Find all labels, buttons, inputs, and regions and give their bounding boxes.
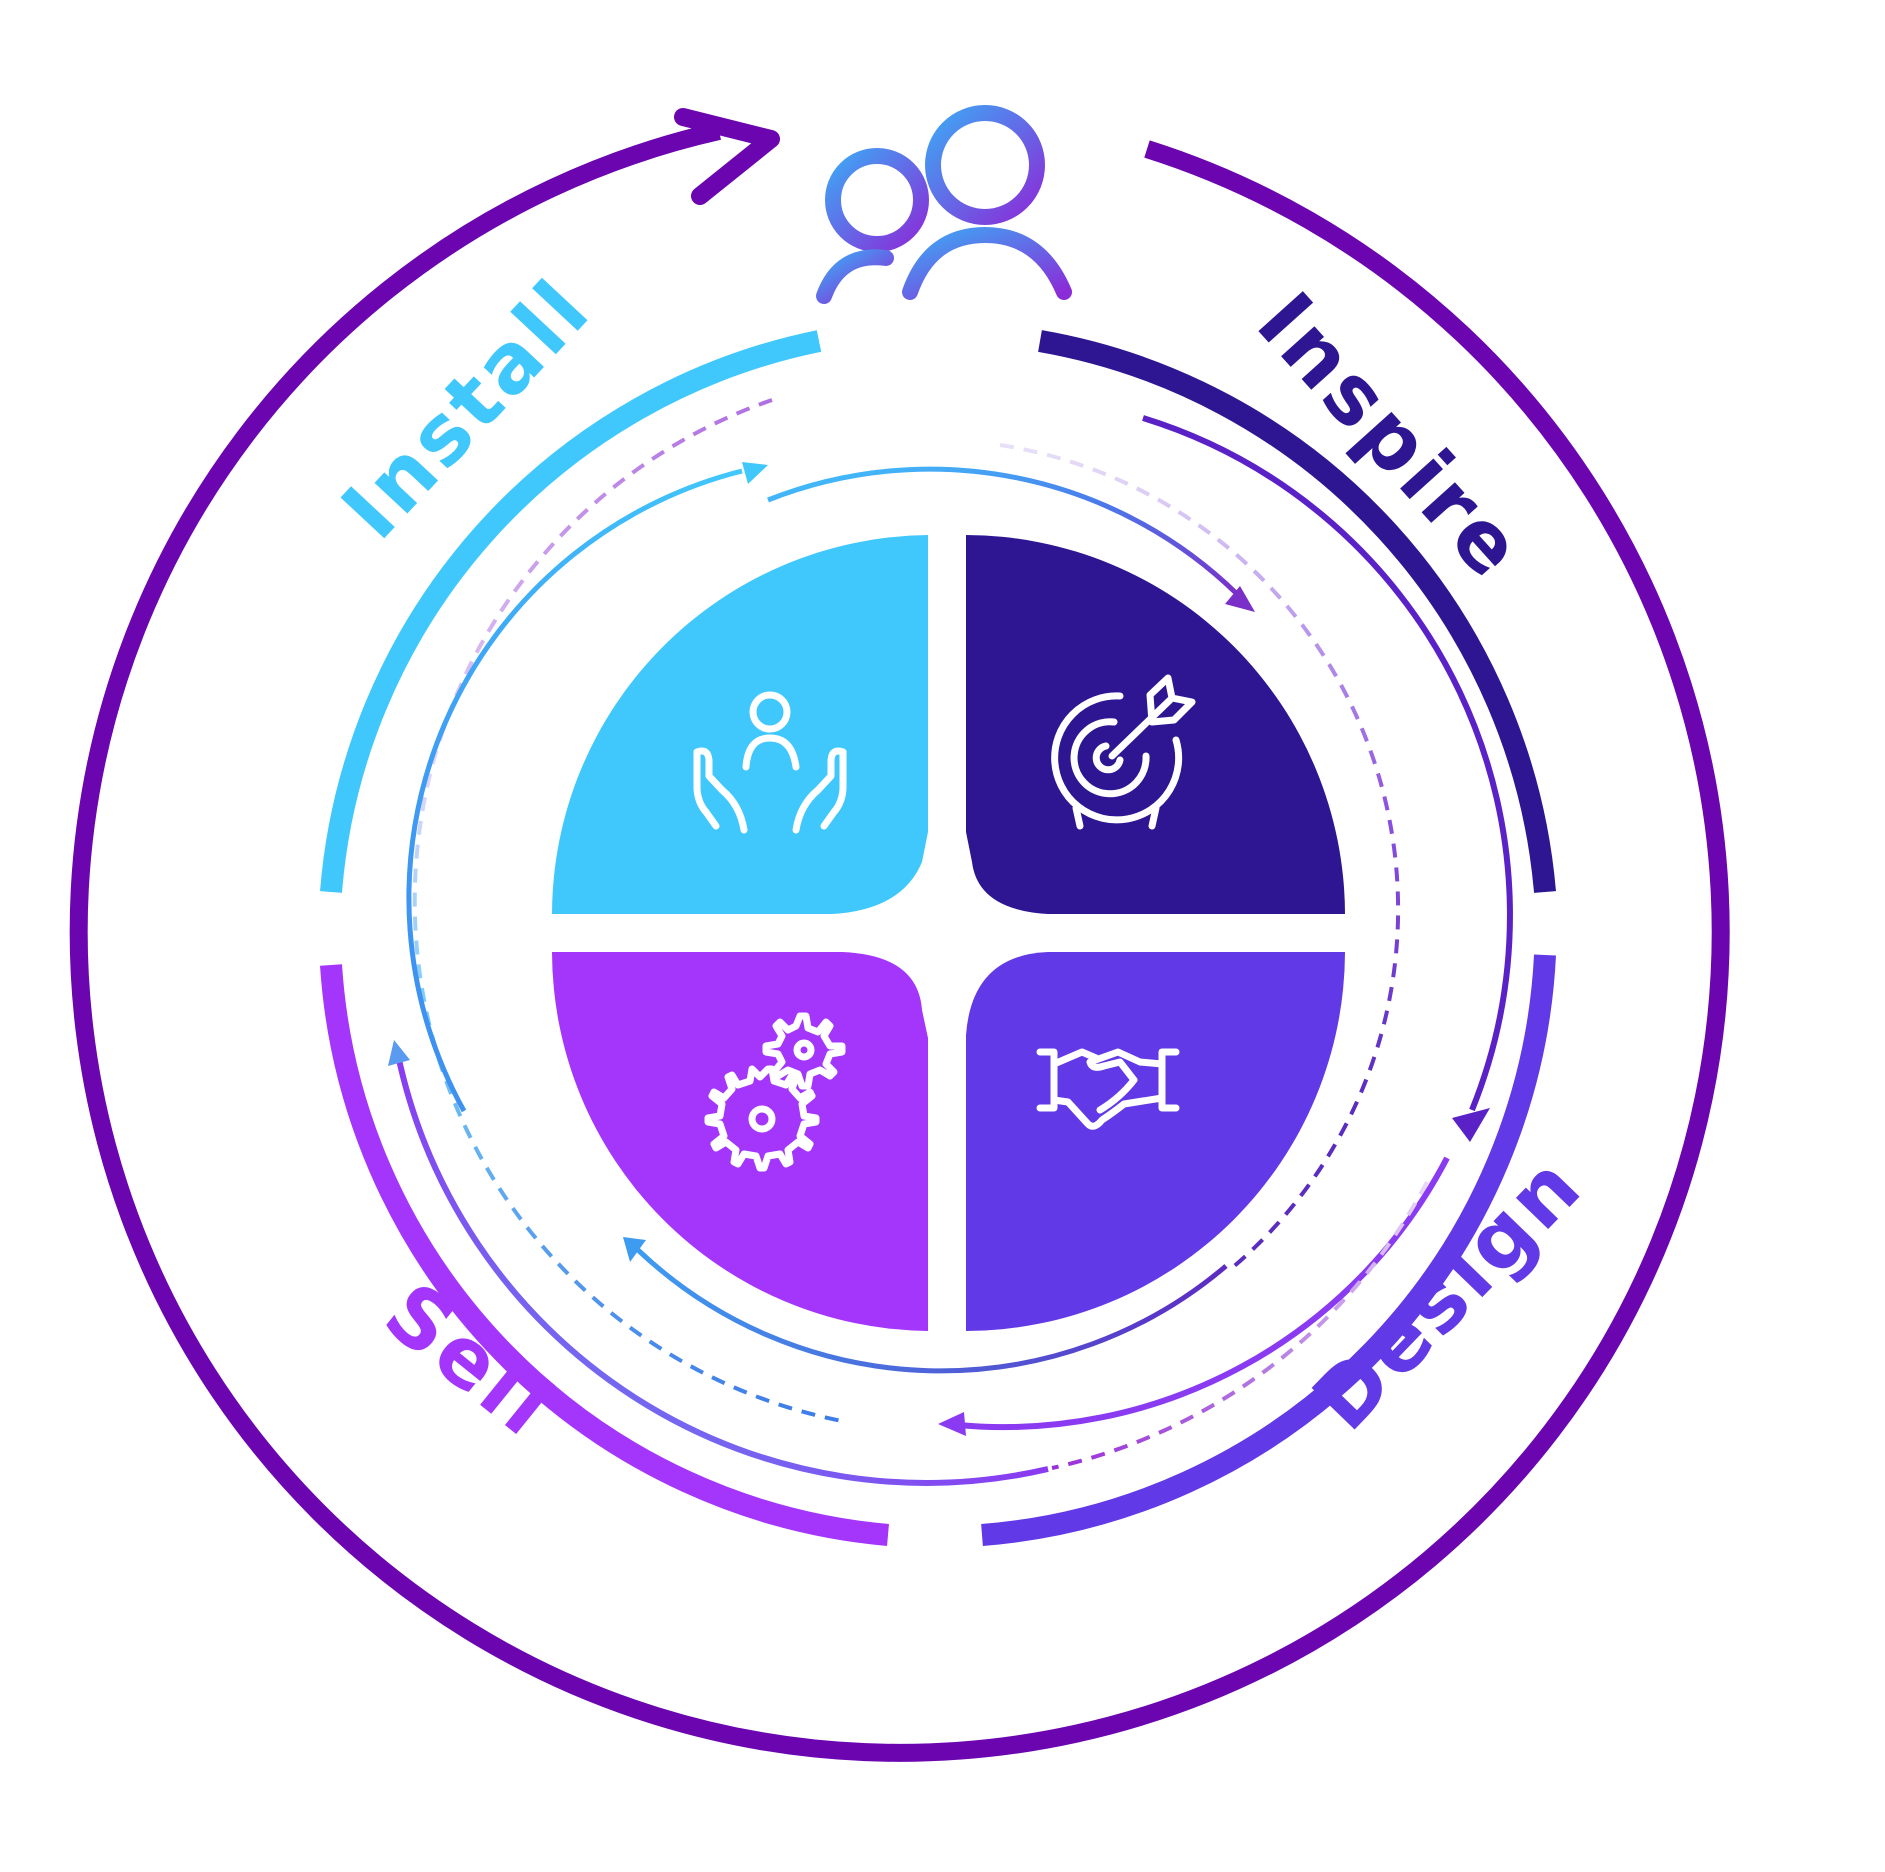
thin-arc-bottom-arrowhead (938, 1412, 966, 1436)
ring-segment-install (320, 330, 822, 893)
thin-arc-right-arrowhead (1452, 1108, 1490, 1142)
stage-label-sell: Sell (367, 1265, 572, 1456)
ring-segment-sell (320, 964, 889, 1546)
target-with-arrow-icon (1051, 674, 1196, 830)
outer-ring-arc-right (69, 122, 1730, 1762)
outer-ring-arrowhead (674, 108, 780, 205)
inner-arc-top-right (767, 466, 1239, 596)
hands-supporting-person-icon (693, 691, 847, 834)
inner-arc-top-left (406, 468, 743, 1113)
thin-arc-right (1142, 415, 1513, 1112)
users-icon (816, 105, 1072, 304)
quadrant-install (552, 535, 928, 914)
quadrant-sell (552, 952, 928, 1331)
gears-icon (704, 1012, 846, 1172)
thin-arc-left-low (395, 1054, 1049, 1486)
inner-arc-bottom (636, 1248, 1228, 1374)
dashed-arc-right (999, 443, 1401, 1270)
inner-arc-top-left-arrowhead (742, 462, 768, 484)
ring-segment-inspire (1038, 330, 1556, 893)
inner-arc-bottom-arrowhead (623, 1237, 646, 1262)
thin-arc-left-low-arrowhead (388, 1040, 410, 1066)
thin-arc-bottom (957, 1156, 1450, 1431)
ring-segment-design (981, 954, 1556, 1546)
dashed-arc-bottom (1051, 1181, 1429, 1470)
dashed-arc-left (412, 398, 843, 1423)
inner-arc-top-right-arrowhead (1225, 586, 1255, 612)
handshake-icon (1036, 1048, 1180, 1130)
quadrant-design (966, 952, 1345, 1331)
